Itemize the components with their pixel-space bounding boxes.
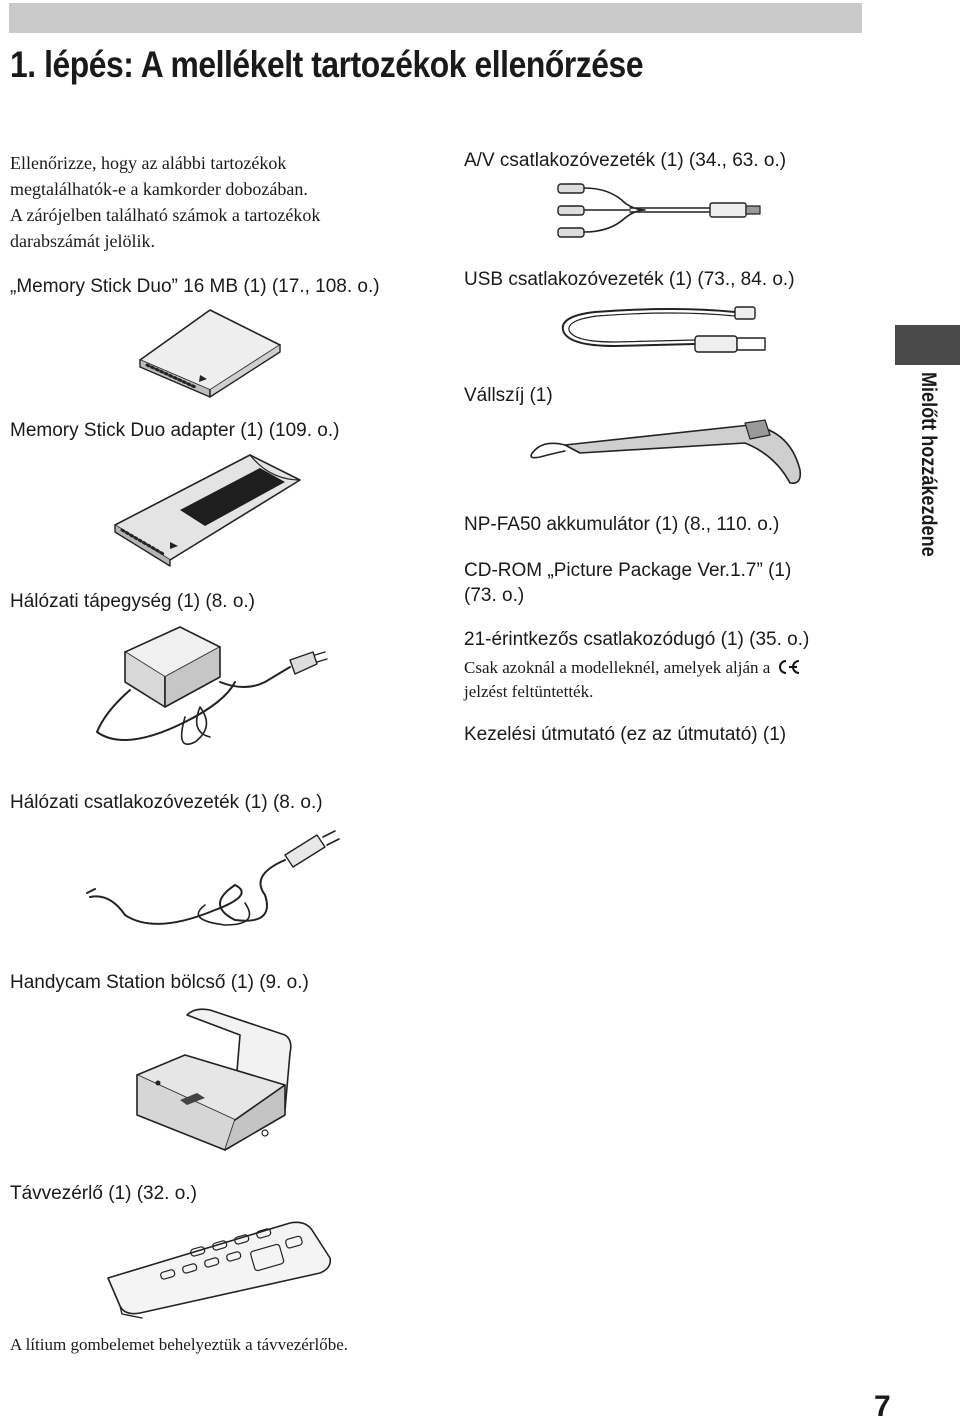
top-bar xyxy=(9,3,862,33)
cdrom-label-line2: (73. o.) xyxy=(464,585,525,606)
adapter-label: Memory Stick Duo adapter (1) (109. o.) xyxy=(10,420,340,441)
strap-illustration xyxy=(530,419,802,485)
power-cord-label: Hálózati csatlakozóvezeték (1) (8. o.) xyxy=(10,792,323,813)
intro-text: Ellenőrizze, hogy az alábbi tartozékok m… xyxy=(10,150,410,254)
remote-note: A lítium gombelemet behelyeztük a távvez… xyxy=(10,1335,348,1354)
ac-adaptor-illustration xyxy=(96,626,328,745)
cdrom-label-line1: CD-ROM „Picture Package Ver.1.7” (1) xyxy=(464,560,792,581)
intro-line: Ellenőrizze, hogy az alábbi tartozékok xyxy=(10,153,287,173)
ac-adaptor-label: Hálózati tápegység (1) (8. o.) xyxy=(10,591,256,612)
intro-line: A zárójelben található számok a tartozék… xyxy=(10,205,321,225)
ce-mark-icon xyxy=(778,660,799,674)
station-label: Handycam Station bölcső (1) (9. o.) xyxy=(10,972,309,993)
remote-illustration xyxy=(107,1221,332,1319)
adaptor21-note-line2: jelzést feltüntették. xyxy=(464,682,594,701)
manual-label: Kezelési útmutató (ez az útmutató) (1) xyxy=(464,724,787,745)
side-tab-marker xyxy=(895,325,960,365)
side-tab-label: Mielőtt hozzákezdene xyxy=(917,372,940,557)
intro-line: darabszámát jelölik. xyxy=(10,231,155,251)
usb-cable-label: USB csatlakozóvezeték (1) (73., 84. o.) xyxy=(464,269,795,290)
battery-label: NP-FA50 akkumulátor (1) (8., 110. o.) xyxy=(464,514,780,535)
memory-stick-label: „Memory Stick Duo” 16 MB (1) (17., 108. … xyxy=(10,276,380,297)
adaptor21-note-line1: Csak azoknál a modelleknél, amelyek aljá… xyxy=(464,656,801,680)
adapter-illustration xyxy=(114,454,301,567)
power-cord-illustration xyxy=(86,830,340,926)
intro-line: megtalálhatók-e a kamkorder dobozában. xyxy=(10,179,308,199)
av-cable-illustration xyxy=(557,183,761,238)
page-number: 7 xyxy=(874,1390,891,1423)
usb-cable-illustration xyxy=(561,306,766,353)
adaptor21-note-text: Csak azoknál a modelleknél, amelyek aljá… xyxy=(464,658,771,677)
adaptor21-label: 21-érintkezős csatlakozódugó (1) (35. o.… xyxy=(464,629,810,650)
page-title: 1. lépés: A mellékelt tartozékok ellenőr… xyxy=(10,44,644,85)
av-cable-label: A/V csatlakozóvezeték (1) (34., 63. o.) xyxy=(464,150,787,171)
strap-label: Vállszíj (1) xyxy=(464,385,553,406)
memory-stick-illustration xyxy=(139,309,281,398)
handycam-station-illustration xyxy=(136,1008,292,1151)
remote-label: Távvezérlő (1) (32. o.) xyxy=(10,1183,197,1204)
